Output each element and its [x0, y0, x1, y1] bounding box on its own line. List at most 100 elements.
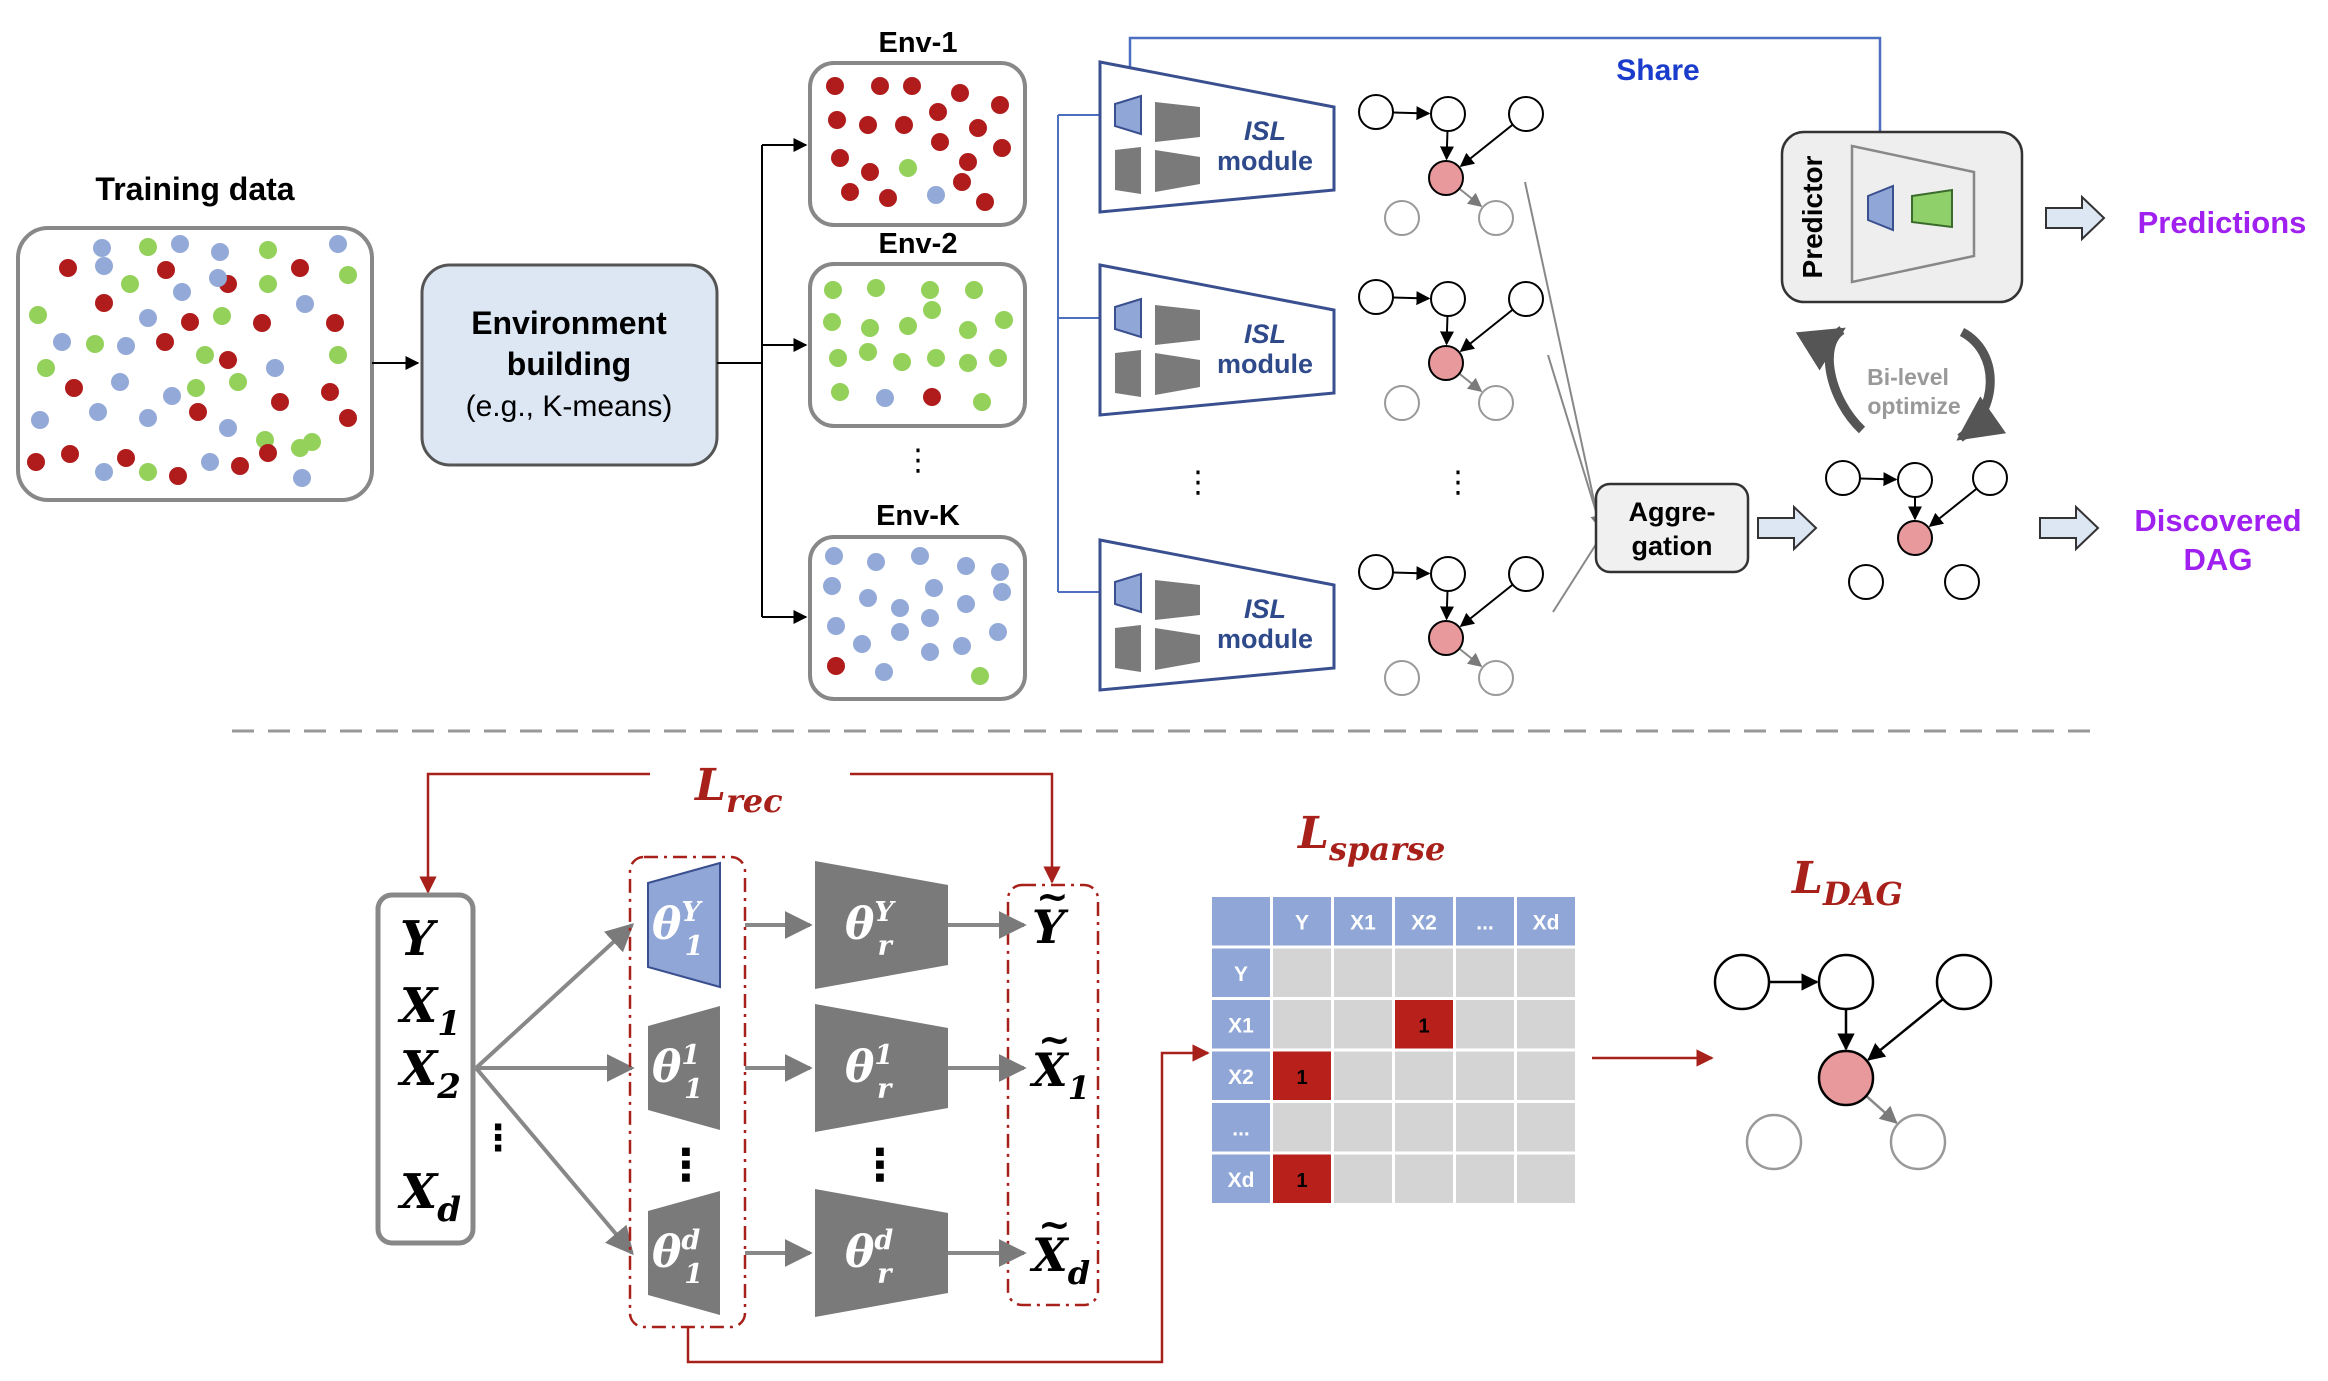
data-point — [957, 595, 975, 613]
matrix-col-header — [1456, 897, 1514, 946]
training-data-title: Training data — [95, 171, 294, 207]
isl-encoder-block — [1114, 94, 1142, 136]
dag-to-aggregation-lines — [1524, 181, 1605, 613]
matrix-row-header-text: Y — [1234, 963, 1248, 986]
dag-node — [1825, 460, 1861, 496]
math-main: θ — [652, 1042, 682, 1093]
data-point — [231, 457, 249, 475]
l-rec-right-arrow — [850, 772, 1061, 884]
data-point — [921, 643, 939, 661]
data-point — [259, 444, 277, 462]
matrix-row-header-text: X2 — [1228, 1066, 1254, 1089]
isl-gray-block — [1155, 102, 1200, 142]
matrix-cell — [1273, 1000, 1331, 1049]
math-sup: 1 — [874, 1040, 893, 1071]
input-1: X1 — [397, 978, 461, 1044]
target-node — [1897, 520, 1933, 556]
math-main: X — [1029, 1228, 1070, 1282]
data-point — [923, 301, 941, 319]
data-point — [259, 241, 277, 259]
predictions-label: Predictions — [2138, 205, 2307, 240]
training-data-points — [27, 235, 357, 487]
data-point — [53, 333, 71, 351]
data-point — [293, 469, 311, 487]
data-point — [827, 657, 845, 675]
data-point — [875, 663, 893, 681]
decoder-vertical-dots: ⋮ — [858, 1141, 902, 1190]
decoder-block — [815, 1004, 948, 1132]
discovered-line2: DAG — [2184, 542, 2253, 577]
data-point — [173, 283, 191, 301]
dag-node — [1944, 564, 1980, 600]
data-point — [339, 409, 357, 427]
env-branch-arrows — [717, 138, 808, 624]
matrix-cell — [1334, 1000, 1392, 1049]
dag-node — [1358, 94, 1394, 130]
data-point — [993, 583, 1011, 601]
dag-node — [1430, 96, 1466, 132]
math-sub: 1 — [684, 1259, 703, 1290]
l-dag-sub: DAG — [1822, 875, 1903, 913]
matrix-row-header-text: ... — [1232, 1117, 1250, 1140]
dag-node — [1478, 385, 1514, 421]
matrix-row-header — [1212, 1154, 1270, 1203]
matrix-cell-text: 1 — [1418, 1015, 1429, 1037]
isl-label-word1: ISL — [1244, 116, 1286, 146]
math-sub: 1 — [685, 931, 704, 962]
data-point — [329, 235, 347, 253]
dag-node — [1889, 1113, 1947, 1171]
data-point — [861, 319, 879, 337]
constraint-dag — [1713, 953, 1993, 1171]
data-point — [31, 411, 49, 429]
share-label: Share — [1616, 54, 1699, 87]
data-point — [891, 623, 909, 641]
data-point — [921, 609, 939, 627]
matrix-cell — [1273, 1051, 1331, 1100]
dag-vertical-dots: ⋮ — [1443, 466, 1473, 499]
output-column-box — [1006, 883, 1100, 1307]
data-point — [95, 257, 113, 275]
target-node — [1428, 345, 1464, 381]
dag-edge — [1459, 308, 1514, 353]
isl-gray-block — [1115, 147, 1141, 194]
math-sub: r — [877, 1074, 893, 1105]
dag-node — [1384, 385, 1420, 421]
data-point — [827, 617, 845, 635]
dag-edge — [1439, 590, 1454, 621]
data-point — [899, 159, 917, 177]
l-sparse-main: L — [1296, 808, 1329, 859]
math-sub: r — [877, 1259, 893, 1290]
data-point — [157, 261, 175, 279]
env-dag-2 — [1358, 279, 1544, 421]
envk-box — [808, 535, 1027, 701]
matrix-col-header-text: X2 — [1411, 911, 1437, 934]
math-main: θ — [652, 899, 682, 950]
data-point — [139, 409, 157, 427]
matrix-col-header-text: Y — [1295, 911, 1309, 934]
math-main: θ — [845, 1227, 875, 1278]
data-point — [867, 279, 885, 297]
isl-vertical-dots: ⋮ — [1183, 466, 1213, 499]
output-label: X1 — [1029, 1043, 1090, 1107]
l-rec-main: L — [693, 760, 726, 811]
target-node — [1428, 620, 1464, 656]
matrix-cell — [1395, 1051, 1453, 1100]
math-main: X — [1029, 1043, 1070, 1097]
data-point — [859, 343, 877, 361]
data-point — [831, 383, 849, 401]
data-point — [181, 313, 199, 331]
math-main: Y — [400, 911, 439, 967]
aggregation-to-dag-arrow — [1757, 504, 1818, 552]
data-point — [911, 547, 929, 565]
tilde-mark: ~ — [1038, 1017, 1071, 1063]
env-dag-3 — [1358, 554, 1544, 696]
dag-edge — [1392, 566, 1431, 581]
isl-label-word2: module — [1217, 349, 1313, 379]
data-point — [291, 259, 309, 277]
l-rec-left-arrow — [419, 772, 650, 894]
